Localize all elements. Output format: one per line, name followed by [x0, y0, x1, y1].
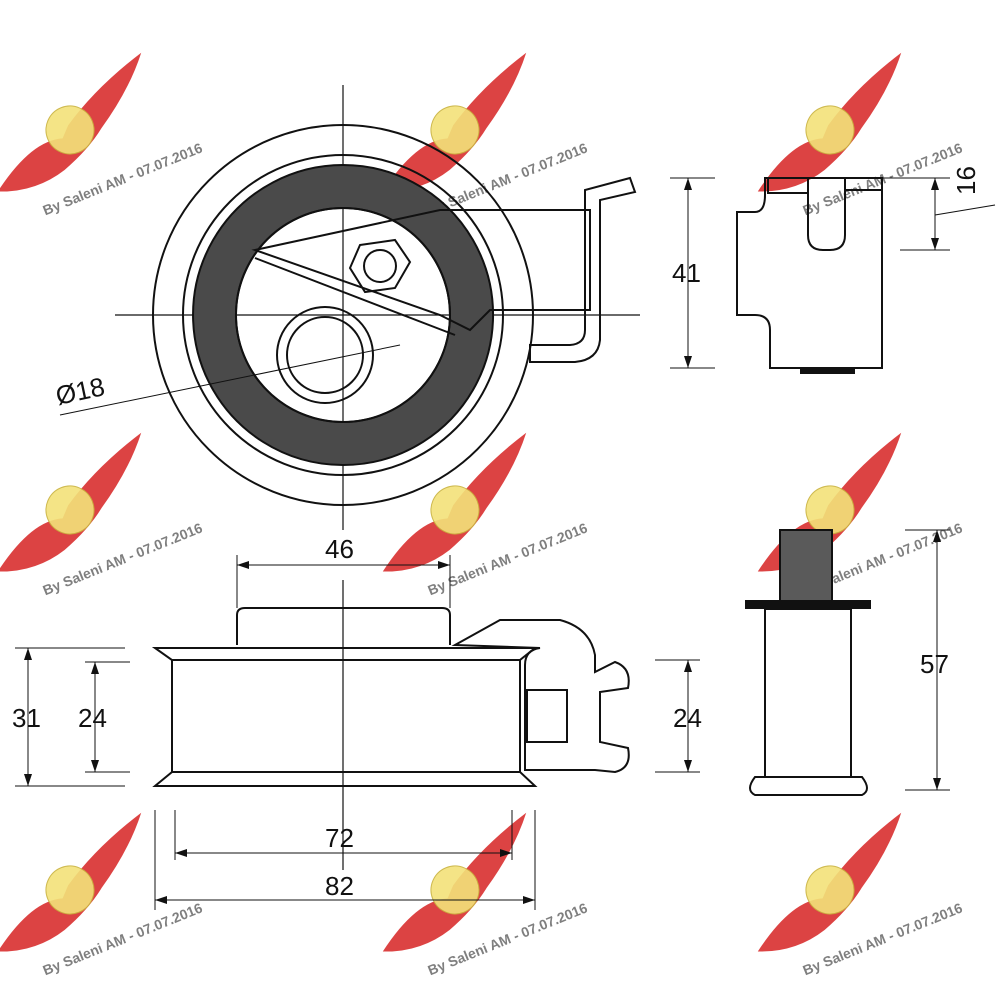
watermark-wing	[757, 52, 902, 192]
watermark-emblem	[430, 865, 480, 915]
diameter-leader-line	[59, 344, 401, 416]
side-view-top: 41 16	[670, 166, 996, 374]
bolt-thread	[779, 529, 833, 603]
front-view: Ø18	[53, 85, 640, 530]
watermark-logo: By Saleni AM - 07.07.2016	[0, 432, 205, 598]
bracket-window	[526, 689, 568, 743]
dim-24-left-label: 24	[78, 703, 107, 733]
watermark-logo: By Saleni AM - 07.07.2016	[0, 52, 205, 218]
pulley-rim-circle	[182, 154, 504, 476]
dim-24-right-label: 24	[673, 703, 702, 733]
top-view: 46 31 24 24 72 82	[12, 534, 702, 910]
upper-boss	[236, 607, 451, 645]
nut-bore	[363, 249, 397, 283]
dim-16-leader	[934, 204, 996, 216]
watermark-logo: By Saleni AM - 07.07.2016	[0, 812, 205, 978]
watermark-emblem	[45, 865, 95, 915]
diagonal-edge	[254, 257, 456, 336]
dim-16-label: 16	[951, 166, 981, 195]
watermark-logo: By Saleni AM - 07.07.2016	[757, 812, 965, 978]
bore-inner	[286, 316, 364, 394]
watermark-emblem	[805, 105, 855, 155]
dim-82-label: 82	[325, 871, 354, 901]
watermark-wing	[0, 432, 142, 572]
bolt-base	[749, 776, 868, 796]
plate-tab	[529, 176, 637, 363]
dimension-arrows	[24, 178, 941, 904]
watermark-emblem	[430, 485, 480, 535]
bolt-view: 57	[745, 529, 950, 796]
watermark-wing	[382, 52, 527, 192]
side-body	[736, 177, 883, 369]
bolt-washer	[745, 600, 871, 609]
dim-57-label: 57	[920, 649, 949, 679]
watermark-wing	[0, 52, 142, 192]
watermark-emblem	[430, 105, 480, 155]
dim-46-label: 46	[325, 534, 354, 564]
watermark-logo: By Saleni AM - 07.07.2016	[757, 432, 965, 598]
side-slot	[807, 178, 846, 251]
dim-72-label: 72	[325, 823, 354, 853]
dim-41-label: 41	[672, 258, 701, 288]
watermark-wing	[757, 812, 902, 952]
bore-outer	[276, 306, 374, 404]
hex-nut	[348, 238, 412, 294]
dim-31-label: 31	[12, 703, 41, 733]
watermark-wing	[382, 812, 527, 952]
watermark-emblem	[45, 485, 95, 535]
watermark-emblem	[805, 865, 855, 915]
pulley-body	[151, 647, 538, 787]
bottom-stub	[800, 368, 855, 374]
watermark-emblem	[45, 105, 95, 155]
tensioner-plate	[251, 209, 591, 332]
bolt-sleeve	[764, 608, 852, 778]
inner-hub-circle	[235, 207, 451, 423]
watermark-logo: By Saleni AM - 07.07.2016	[382, 812, 590, 978]
bracket-arm	[451, 619, 630, 774]
outer-pulley-circle	[152, 124, 534, 506]
watermark-emblem	[805, 485, 855, 535]
diameter-label: Ø18	[53, 371, 107, 411]
watermark-wing	[382, 432, 527, 572]
watermark-wing	[0, 812, 142, 952]
